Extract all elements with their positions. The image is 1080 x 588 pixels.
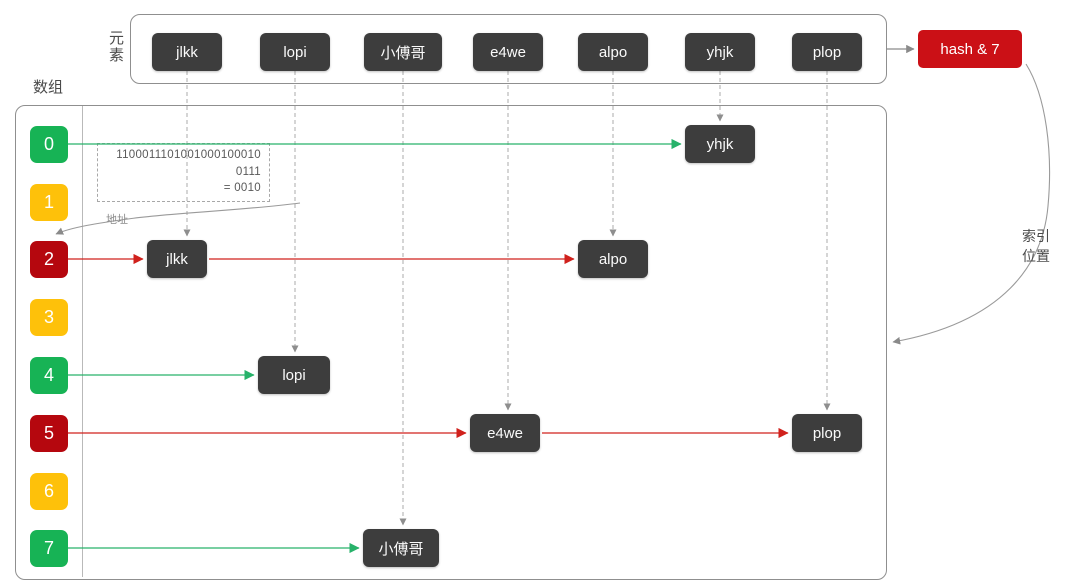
element-xiaofuge: 小傅哥	[364, 33, 442, 71]
array-index-7: 7	[30, 530, 68, 567]
element-e4we: e4we	[473, 33, 543, 71]
bucket-item-plop: plop	[792, 414, 862, 452]
bucket-item-lopi: lopi	[258, 356, 330, 394]
array-label: 数组	[33, 79, 64, 96]
array-index-5: 5	[30, 415, 68, 452]
address-label: 地址	[106, 214, 128, 226]
calc-mask-line: 0111	[235, 165, 261, 178]
hash-function-box: hash & 7	[918, 30, 1022, 68]
element-plop: plop	[792, 33, 862, 71]
bucket-item-xiaofuge: 小傅哥	[363, 529, 439, 567]
index-position-line2: 位置	[1022, 247, 1050, 264]
array-index-4: 4	[30, 357, 68, 394]
element-lopi: lopi	[260, 33, 330, 71]
element-alpo: alpo	[578, 33, 648, 71]
element-jlkk: jlkk	[152, 33, 222, 71]
array-index-6: 6	[30, 473, 68, 510]
array-index-0: 0	[30, 126, 68, 163]
array-divider-line	[82, 106, 83, 577]
bucket-item-jlkk: jlkk	[147, 240, 207, 278]
bucket-item-yhjk: yhjk	[685, 125, 755, 163]
curve-address-to-index2	[55, 202, 301, 235]
index-position-line1: 索引	[1022, 228, 1050, 244]
calc-result-line: = 0010	[223, 182, 261, 195]
bucket-item-alpo: alpo	[578, 240, 648, 278]
array-container	[15, 105, 887, 580]
calc-binary-line: 1100011101001000100010	[116, 149, 261, 161]
bucket-item-e4we: e4we	[470, 414, 540, 452]
array-index-1: 1	[30, 184, 68, 221]
array-index-2: 2	[30, 241, 68, 278]
element-yhjk: yhjk	[685, 33, 755, 71]
index-position-label: 索引 位置	[1008, 227, 1064, 266]
curve-hash-to-array	[892, 63, 1051, 345]
array-index-3: 3	[30, 299, 68, 336]
elements-label: 元素	[107, 30, 124, 64]
